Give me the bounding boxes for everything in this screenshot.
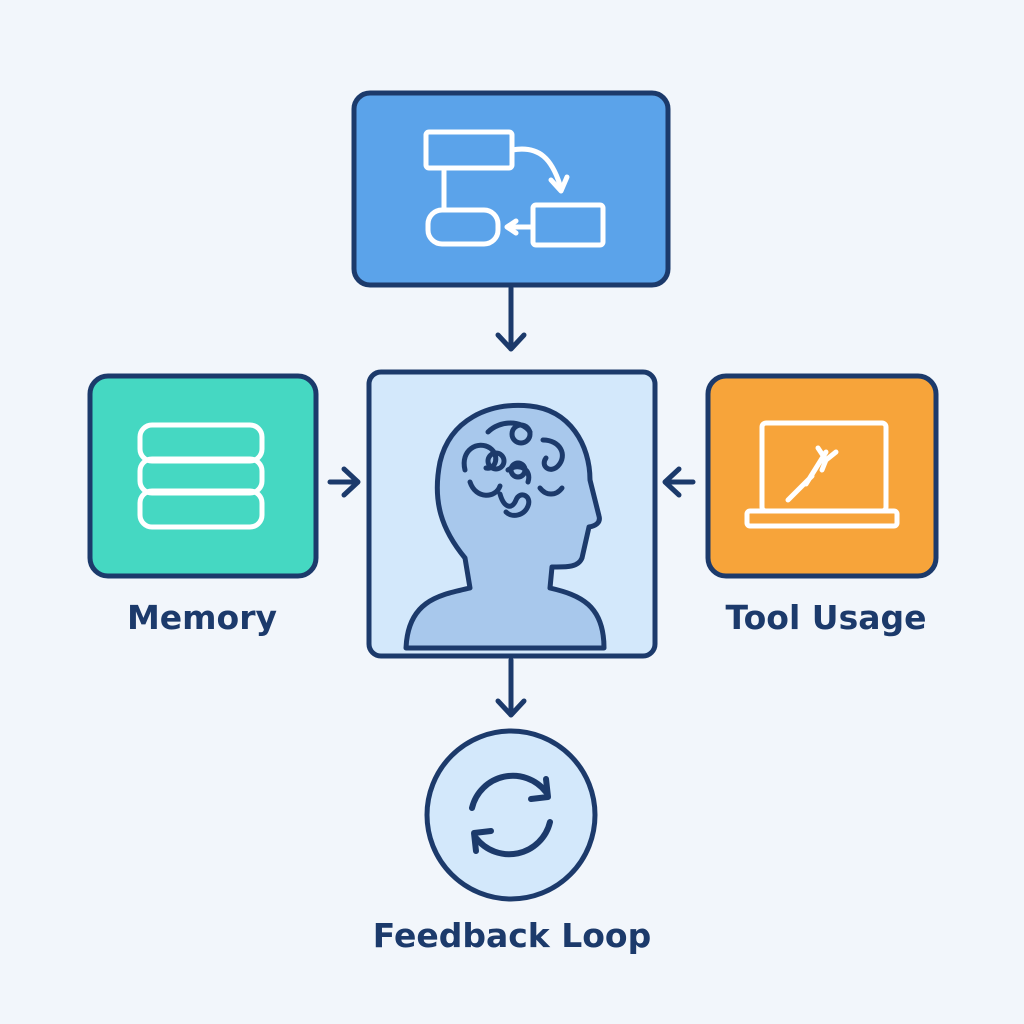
arrow-tool-to-agent [662,466,696,498]
flowchart-icon [423,129,606,248]
arrow-agent-to-feedback [495,657,527,718]
database-stack-icon [137,422,265,530]
tool-usage-label: Tool Usage [725,598,927,637]
memory-label: Memory [126,598,278,637]
tool-usage-node [705,373,939,579]
brain-swirls [461,420,565,518]
arrow-planning-to-agent [495,285,527,352]
arrow-memory-to-agent [327,466,361,498]
refresh-cycle-icon [469,772,553,858]
feedback-loop-label: Feedback Loop [372,916,652,955]
agent-node [366,369,658,659]
memory-node [87,373,319,579]
feedback-loop-node [424,728,598,902]
human-head-brain-icon [403,402,607,651]
laptop-wrench-icon [744,420,900,529]
planning-node [351,90,671,288]
